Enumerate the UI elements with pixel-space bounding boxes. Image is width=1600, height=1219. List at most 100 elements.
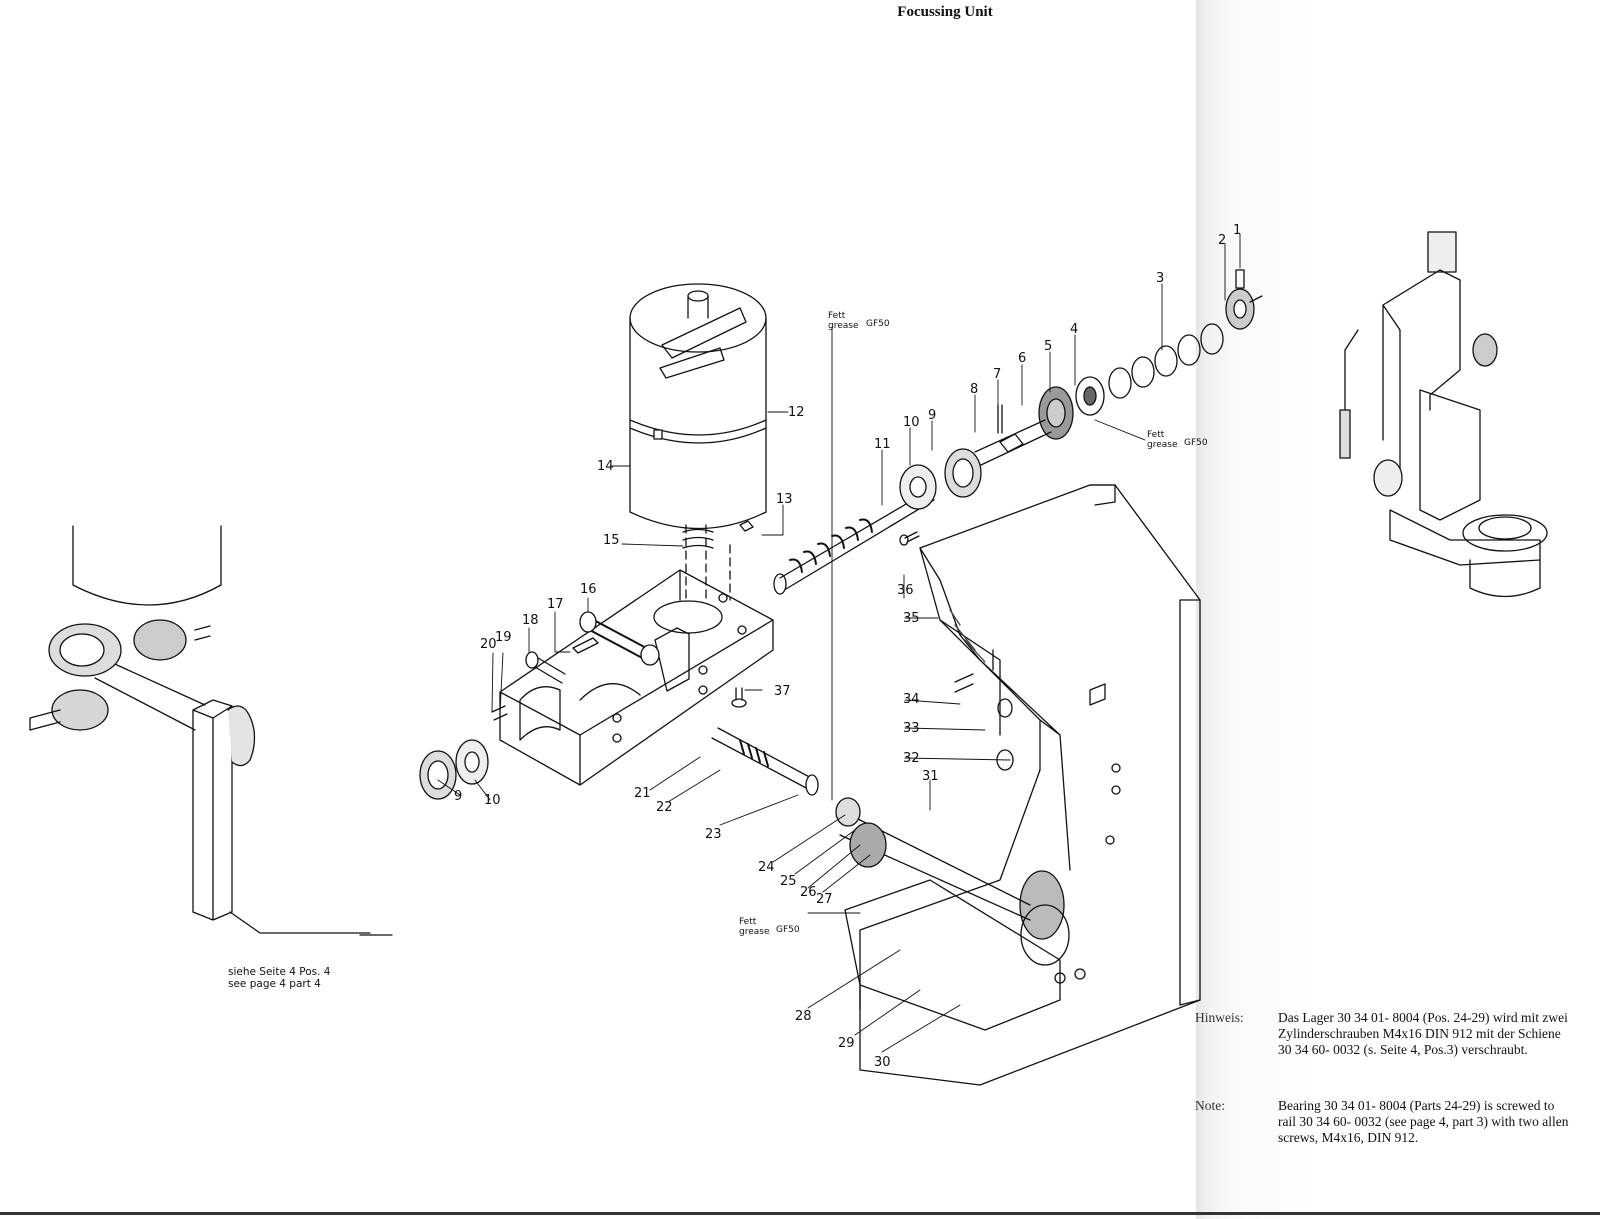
callout-10-left: 10 (484, 793, 501, 808)
worm-thread (789, 518, 873, 573)
pinion-detail (227, 705, 256, 767)
callout-25: 25 (780, 874, 797, 889)
callout-12: 12 (788, 405, 805, 420)
bearing-25-27 (849, 822, 887, 868)
grease-label-code: GF50 (1184, 438, 1208, 448)
callout-19: 19 (495, 630, 512, 645)
callout-2: 2 (1218, 233, 1226, 248)
overview-view-right (1339, 231, 1548, 598)
page-gutter-shadow (1196, 0, 1600, 1219)
motor-shaft (687, 295, 709, 319)
callout-5: 5 (1044, 339, 1052, 354)
grease-label-fett: Fett (828, 311, 846, 321)
callout-30: 30 (874, 1055, 891, 1070)
callout-1: 1 (1233, 223, 1241, 238)
bearing-24 (835, 797, 861, 827)
overview-arm (1382, 269, 1461, 471)
motor-assembly (629, 283, 767, 549)
overview-knob (1472, 333, 1498, 367)
motor-top-cap (629, 283, 767, 353)
callout-4: 4 (1070, 322, 1078, 337)
callout-22: 22 (656, 800, 673, 815)
reference-en: see page 4 part 4 (228, 978, 321, 990)
washers-32-34 (954, 673, 974, 693)
callout-23: 23 (705, 827, 722, 842)
callout-9: 9 (928, 408, 936, 423)
housing-cutaway (919, 547, 1071, 871)
reference-de: siehe Seite 4 Pos. 4 (228, 966, 331, 978)
callout-15: 15 (603, 533, 620, 548)
motor-housing-detail (72, 525, 222, 606)
washer-stack-3-4 (1075, 323, 1224, 416)
callout-6: 6 (1018, 351, 1026, 366)
lower-bearing-assembly (835, 649, 1086, 1031)
callout-18: 18 (522, 613, 539, 628)
callout-24: 24 (758, 860, 775, 875)
grease-label-grease: grease (739, 927, 770, 937)
motor-band (629, 419, 767, 444)
small-gear-detail (51, 689, 109, 731)
grease-label-upper-right: Fett grease GF50 (1147, 430, 1208, 450)
motor-spring-coupling (682, 528, 714, 549)
motor-housing (629, 317, 767, 530)
pin-7 (997, 404, 1003, 434)
gear-shaft-upper-right (974, 269, 1263, 466)
callout-3: 3 (1156, 271, 1164, 286)
grease-label-code: GF50 (866, 319, 890, 329)
part-callouts: 1 2 3 4 5 6 7 8 9 10 11 12 13 14 15 16 1… (454, 223, 1241, 1070)
grease-label-grease: grease (828, 321, 859, 331)
bottom-rule (0, 1212, 1600, 1215)
overview-cable (1344, 329, 1359, 411)
callout-28: 28 (795, 1009, 812, 1024)
grease-labels: Fett grease GF50 Fett grease GF50 Fett g… (739, 311, 1208, 937)
pin-19-20 (491, 705, 508, 721)
callout-16: 16 (580, 582, 597, 597)
callout-33: 33 (903, 721, 920, 736)
housing-outline (859, 484, 1201, 1086)
overview-focus-block (1419, 389, 1481, 521)
callout-7: 7 (993, 367, 1001, 382)
callout-35: 35 (903, 611, 920, 626)
worm-shaft-assembly (773, 448, 982, 595)
rack-bar-detail (192, 699, 233, 921)
callout-9-left: 9 (454, 789, 462, 804)
callout-34: 34 (903, 692, 920, 707)
detail-view-left (29, 525, 393, 936)
callout-17: 17 (547, 597, 564, 612)
clamp-17 (572, 637, 599, 654)
worm-end-left (773, 573, 787, 595)
callout-36: 36 (897, 583, 914, 598)
grease-label-code: GF50 (776, 925, 800, 935)
bearing-block (499, 524, 774, 786)
callout-26: 26 (800, 885, 817, 900)
callout-31: 31 (922, 769, 939, 784)
callout-21: 21 (634, 786, 651, 801)
note-label-de: Hinweis: (1195, 1010, 1244, 1025)
callout-10: 10 (903, 415, 920, 430)
gear-shaft-6-8 (974, 419, 1052, 466)
leader-lines (437, 233, 1241, 1053)
housing-hatched-face (949, 609, 986, 663)
note-label-en: Note: (1195, 1098, 1225, 1113)
bearing-block-bore (653, 600, 723, 634)
callout-8: 8 (970, 382, 978, 397)
bearing-block-body (499, 569, 774, 786)
housing (859, 484, 1201, 1086)
callout-13: 13 (776, 492, 793, 507)
callout-20: 20 (480, 637, 497, 652)
callout-27: 27 (816, 892, 833, 907)
lower-block (844, 879, 1061, 1031)
note-text-de: Das Lager 30 34 01- 8004 (Pos. 24-29) wi… (1278, 1010, 1568, 1057)
callout-37: 37 (774, 684, 791, 699)
grease-label-lower: Fett grease GF50 (739, 917, 800, 937)
worm-gear-detail (133, 619, 187, 661)
callout-29: 29 (838, 1036, 855, 1051)
note-text-en: Bearing 30 34 01- 8004 (Parts 24-29) is … (1278, 1098, 1569, 1145)
screw-16 (585, 617, 651, 661)
worm-shaft (779, 489, 935, 590)
pinion-21-23 (711, 727, 816, 791)
callout-11: 11 (874, 437, 891, 452)
setscrew-1 (1235, 269, 1245, 289)
grease-label-grease: grease (1147, 440, 1178, 450)
